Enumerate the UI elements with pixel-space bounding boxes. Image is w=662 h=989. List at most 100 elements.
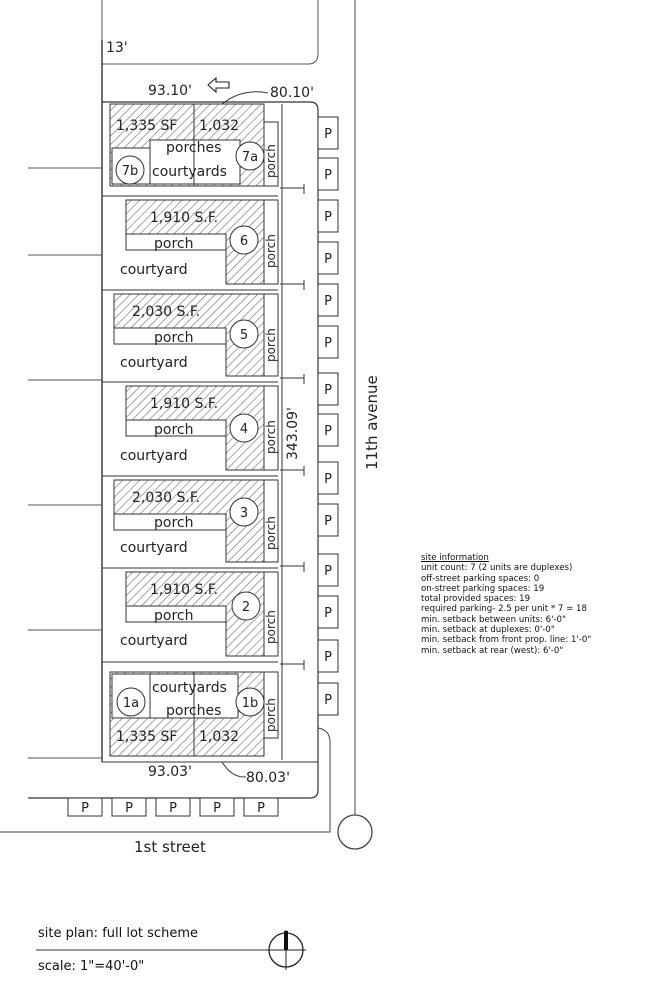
top-east-dimension: 80.10' <box>270 85 314 101</box>
parking-stall <box>317 639 339 673</box>
unit-4-side-porch: porch <box>264 420 278 454</box>
avenue-name: 11th avenue <box>363 375 381 470</box>
unit-3-area: 2,030 S.F. <box>132 490 200 506</box>
site-info-line: total provided spaces: 19 <box>421 594 531 605</box>
corner-radius-marker <box>337 814 373 850</box>
unit-7-side-porch: porch <box>264 144 278 178</box>
parking-stall-label: P <box>257 801 265 816</box>
unit-7b-tag: 7b <box>122 164 139 179</box>
parking-stall-label: P <box>169 801 177 816</box>
unit-7-duplex <box>109 103 279 187</box>
parking-stall-label: P <box>324 383 332 398</box>
parking-stall-label: P <box>324 294 332 309</box>
unit-1-side-porch: porch <box>264 698 278 732</box>
unit-7a-tag: 7a <box>242 150 258 165</box>
top-north-dimension: 93.10' <box>148 83 192 99</box>
parking-stall-label: P <box>324 252 332 267</box>
unit-6-courtyard: courtyard <box>120 262 188 278</box>
unit-3-courtyard: courtyard <box>120 540 188 556</box>
west-lot-lines <box>28 167 102 759</box>
unit-1a-area: 1,335 SF <box>116 729 177 745</box>
lot-division-lines <box>102 195 278 663</box>
parking-stall <box>111 797 147 817</box>
parking-stall <box>317 503 339 537</box>
unit-5-courtyard: courtyard <box>120 355 188 371</box>
parking-stall-label: P <box>324 693 332 708</box>
parking-stall-label: P <box>324 127 332 142</box>
parking-stall <box>317 461 339 495</box>
parking-stall <box>67 797 103 817</box>
setback-ticks <box>280 184 305 670</box>
unit-1-duplex <box>109 671 279 757</box>
parking-stall <box>317 116 339 150</box>
unit-7-courtyards: courtyards <box>152 164 227 180</box>
parking-stall <box>317 157 339 191</box>
frontage-dimension: 343.09' <box>285 407 301 460</box>
unit-2-side-porch: porch <box>264 610 278 644</box>
unit-3-porch: porch <box>154 515 193 531</box>
parking-stall <box>317 595 339 629</box>
site-info-line: min. setback from front prop. line: 1'-0… <box>421 635 592 646</box>
parking-stall-label: P <box>324 650 332 665</box>
bottom-east-dimension: 80.03' <box>246 770 290 786</box>
drawing-scale: scale: 1"=40'-0" <box>38 959 145 974</box>
parking-stall-label: P <box>324 210 332 225</box>
drawing-title: site plan: full lot scheme <box>38 926 198 941</box>
unit-7-porches: porches <box>166 140 221 156</box>
unit-1a-tag: 1a <box>123 696 139 711</box>
bottom-east-leader-line <box>221 761 247 778</box>
street-curb-line <box>0 727 331 833</box>
site-info-line: min. setback at duplexes: 0'-0" <box>421 625 555 636</box>
site-info-line: required parking- 2.5 per unit * 7 = 18 <box>421 604 587 615</box>
unit-6-tag: 6 <box>240 234 248 249</box>
unit-4-porch: porch <box>154 422 193 438</box>
unit-7b-area: 1,335 SF <box>116 118 177 134</box>
parking-stall-label: P <box>324 564 332 579</box>
street-name: 1st street <box>134 838 206 856</box>
unit-2 <box>125 571 279 657</box>
parking-stall <box>317 372 339 406</box>
parking-stall-label: P <box>324 168 332 183</box>
unit-1b-area: 1,032 <box>199 729 239 745</box>
parking-stall <box>199 797 235 817</box>
unit-6-area: 1,910 S.F. <box>150 210 218 226</box>
site-info-line: off-street parking spaces: 0 <box>421 573 540 584</box>
parking-stall-label: P <box>213 801 221 816</box>
unit-5-tag: 5 <box>240 328 248 343</box>
parking-stall <box>243 797 279 817</box>
site-boundary <box>28 101 319 799</box>
site-info-line: min. setback between units: 6'-0" <box>421 614 566 625</box>
unit-3-side-porch: porch <box>264 516 278 550</box>
unit-5-area: 2,030 S.F. <box>132 304 200 320</box>
site-info-line: unit count: 7 (2 units are duplexes) <box>421 563 573 574</box>
north-building-outline <box>101 0 319 65</box>
unit-4-courtyard: courtyard <box>120 448 188 464</box>
parking-stall-label: P <box>324 336 332 351</box>
unit-6-porch: porch <box>154 236 193 252</box>
unit-3-tag: 3 <box>240 506 248 521</box>
unit-4 <box>125 385 279 471</box>
site-information-title: site information <box>421 553 489 563</box>
unit-1b-tag: 1b <box>242 696 259 711</box>
unit-5-side-porch: porch <box>264 328 278 362</box>
site-info-line: on-street parking spaces: 19 <box>421 583 545 594</box>
unit-1-porches: porches <box>166 703 221 719</box>
unit-2-porch: porch <box>154 608 193 624</box>
parking-stall <box>155 797 191 817</box>
unit-7a-area: 1,032 <box>199 118 239 134</box>
unit-2-tag: 2 <box>242 600 250 615</box>
unit-3 <box>113 479 279 563</box>
unit-6 <box>125 199 279 285</box>
unit-1-courtyards: courtyards <box>152 680 227 696</box>
parking-stall <box>317 325 339 359</box>
unit-2-courtyard: courtyard <box>120 633 188 649</box>
arrow-left-icon <box>207 76 230 94</box>
parking-stall <box>317 413 339 447</box>
parking-stall <box>317 199 339 233</box>
site-information-panel: site information unit count: 7 (2 units … <box>421 553 656 656</box>
unit-4-area: 1,910 S.F. <box>150 396 218 412</box>
bottom-north-dimension: 93.03' <box>148 764 192 780</box>
